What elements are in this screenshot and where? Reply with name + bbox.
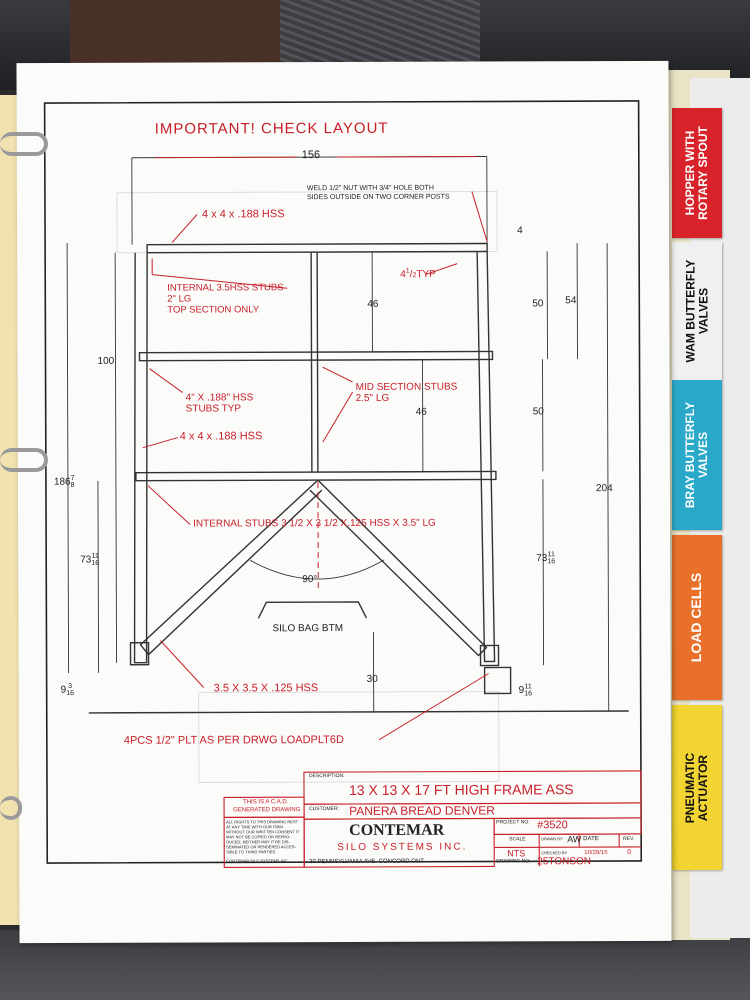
drawing-no: 25TONSON xyxy=(537,856,592,868)
drawn-label: DRAWN BY xyxy=(541,836,563,842)
drawing-sheet: IMPORTANT! CHECK LAYOUT 156 WELD 1/2" NU… xyxy=(16,60,672,944)
scale-value: NTS xyxy=(507,848,526,859)
note-top-hss: 4 x 4 x .188 HSS xyxy=(201,208,285,221)
date-label: DATE xyxy=(583,836,599,843)
customer-label: CUSTOMER: xyxy=(309,806,340,813)
company-address: 30 PENNSYLVANIA AVE. CONCORD ONT. xyxy=(309,858,425,866)
important-note: IMPORTANT! CHECK LAYOUT xyxy=(154,119,389,138)
dim-mid-section: 46 xyxy=(415,406,427,418)
dim-top-offset: 4 xyxy=(517,225,523,237)
dim-overall-height-right: 204 xyxy=(595,483,613,495)
company-sub: SILO SYSTEMS INC. xyxy=(337,841,468,854)
binder-ring-bottom xyxy=(0,796,22,820)
background-object xyxy=(70,0,300,70)
note-stubs-top-3: TOP SECTION ONLY xyxy=(167,304,260,316)
note-mid-hss: 4 x 4 x .188 HSS xyxy=(179,430,263,443)
note-internal-stubs: INTERNAL STUBS 3 1/2 X 3 1/2 X.125 HSS X… xyxy=(193,517,436,530)
cad-note-1: THIS IS A C.A.D. xyxy=(243,799,289,806)
note-stubs-typ-1: 4" X .188" HSS xyxy=(185,392,254,404)
note-silo-bag: SILO BAG BTM xyxy=(272,623,344,635)
description-value: 13 X 13 X 17 FT HIGH FRAME ASS xyxy=(348,781,574,798)
drawing-no-label: DRAWING NO: xyxy=(496,858,531,865)
weld-note-line2: SIDES OUTSIDE ON TWO CORNER POSTS xyxy=(306,193,450,202)
binder-ring-top xyxy=(0,132,48,156)
dim-top-section: 46 xyxy=(367,298,379,310)
note-mid-stubs-1: MID SECTION STUBS xyxy=(355,381,458,393)
customer-value: PANERA BREAD DENVER xyxy=(349,803,495,818)
note-stubs-top-2: 2" LG xyxy=(167,293,192,305)
note-stubs-typ-2: STUBS TYP xyxy=(185,403,242,415)
scale-label: SCALE xyxy=(509,836,526,843)
rights-company: CONTEMAR SILO SYSTEMS INC. xyxy=(226,858,289,864)
dim-right-top-b: 54 xyxy=(565,295,577,307)
drawn-by: AW xyxy=(567,834,582,845)
company-logo: CONTEMAR xyxy=(349,821,445,839)
dim-angle: 90° xyxy=(302,574,318,586)
weld-note-line1: WELD 1/2" NUT WITH 3/4" HOLE BOTH xyxy=(306,184,434,193)
frame-drawing xyxy=(43,100,643,868)
project-label: PROJECT NO: xyxy=(496,819,530,826)
dim-overall-width: 156 xyxy=(301,149,321,162)
checked-label: CHECKED BY xyxy=(541,850,568,856)
cad-note-2: GENERATED DRAWING xyxy=(233,807,301,814)
dim-right-mid: 50 xyxy=(532,406,544,418)
description-label: DESCRIPTION: xyxy=(308,772,345,780)
dim-left-height: 100 xyxy=(97,355,115,367)
dim-bag-clearance: 30 xyxy=(366,673,378,685)
note-bottom-hss: 3.5 X 3.5 X .125 HSS xyxy=(213,682,319,695)
binder-ring-middle xyxy=(0,448,48,472)
rights-7: SIBLE TO THIRD PARTIES. xyxy=(226,849,277,855)
tab-load-cells[interactable]: LOAD CELLS xyxy=(672,535,722,700)
dim-typ: 41/2TYP xyxy=(400,267,436,281)
note-mid-stubs-2: 2.5" LG xyxy=(355,392,390,404)
rev-value: 0 xyxy=(627,848,632,857)
project-no: #3520 xyxy=(537,819,568,832)
dim-right-top-a: 50 xyxy=(532,298,544,310)
rev-label: REV. xyxy=(623,835,635,843)
note-stubs-top-1: INTERNAL 3.5HSS STUBS xyxy=(167,282,284,294)
note-plates: 4PCS 1/2" PLT AS PER DRWG LOADPLT6D xyxy=(123,734,344,747)
